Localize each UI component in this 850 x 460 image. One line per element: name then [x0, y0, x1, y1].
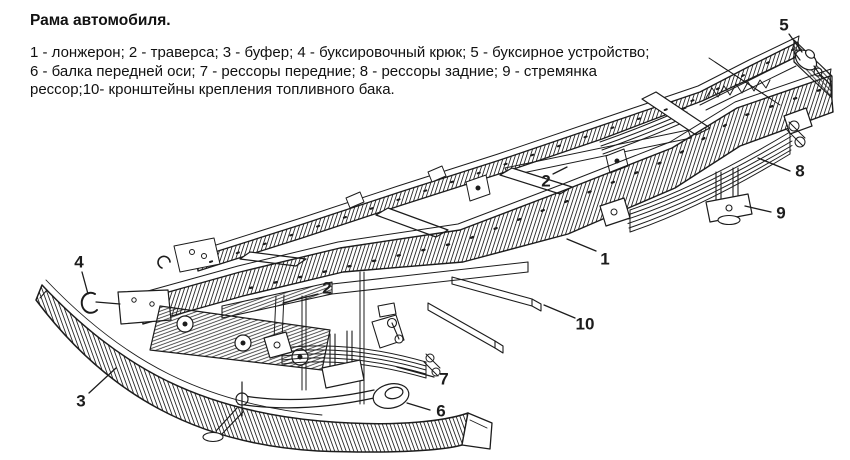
leader-line-5: [788, 33, 803, 53]
leader-line-3: [88, 367, 117, 394]
towing-spring-coil: [705, 79, 771, 99]
spring-clamp: [705, 167, 753, 226]
shock-linkage: [371, 314, 405, 349]
legend-text: 1 - лонжерон; 2 - траверса; 3 - буфер; 4…: [30, 44, 690, 100]
leader-line-1: [566, 238, 597, 252]
front-mount-panel: [149, 305, 331, 371]
leader-line-2: [282, 293, 319, 304]
leader-line-6: [406, 402, 431, 411]
front-bumper: [35, 279, 493, 453]
leader-line-2: [552, 166, 568, 175]
front-crossmember-tube: [221, 261, 529, 319]
leader-line-10: [543, 304, 576, 319]
leader-line-4: [81, 271, 89, 295]
rear-leaf-spring: [599, 107, 813, 233]
near-rail: [117, 47, 834, 325]
legend-line-2: 6 - балка передней оси; 7 - рессоры пере…: [30, 62, 597, 80]
legend-block: Рама автомобиля. 1 - лонжерон; 2 - траве…: [30, 12, 690, 100]
page-title: Рама автомобиля.: [30, 12, 171, 29]
leader-lines: [81, 33, 803, 411]
leader-line-7: [396, 366, 435, 378]
tow-hook: [80, 291, 121, 314]
front-axle-beam: [215, 381, 410, 436]
leader-line-8: [757, 157, 791, 172]
legend-line-3: рессор;10- кронштейны крепления топливно…: [30, 81, 395, 98]
axle-foot: [202, 431, 224, 443]
towing-device: [793, 49, 823, 79]
front-leaf-spring: [263, 330, 441, 389]
leader-line-9: [744, 205, 772, 213]
fuel-tank-brackets: [427, 276, 542, 354]
legend-line-1: 1 - лонжерон; 2 - траверса; 3 - буфер; 4…: [30, 44, 650, 61]
rail-brackets: [157, 148, 629, 273]
